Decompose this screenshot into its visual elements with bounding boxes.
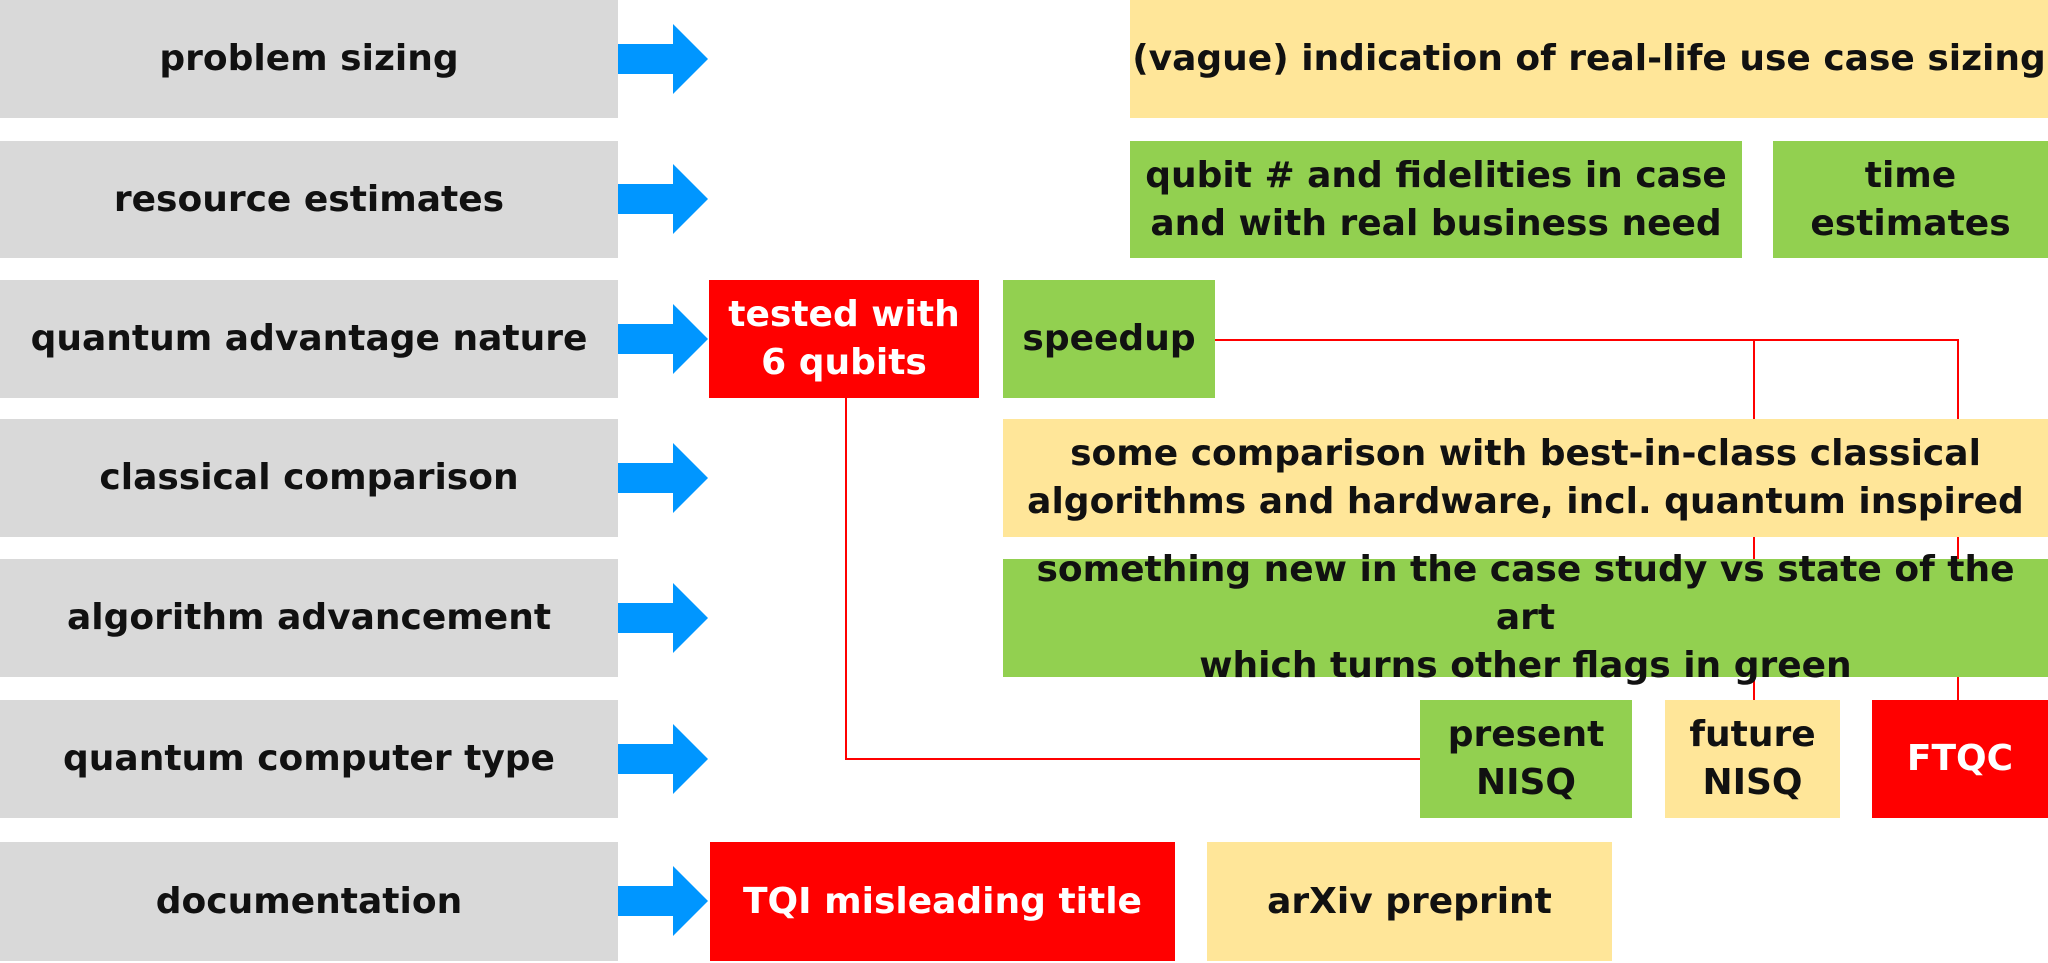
row-label-quantum-advantage-nature: quantum advantage nature bbox=[0, 280, 618, 398]
flag-text: present NISQ bbox=[1447, 714, 1605, 803]
row-label-text: classical comparison bbox=[99, 457, 519, 498]
row-label-resource-estimates: resource estimates bbox=[0, 141, 618, 258]
flag-speedup: speedup bbox=[1003, 280, 1215, 398]
flag-text: arXiv preprint bbox=[1267, 880, 1552, 922]
row-label-text: documentation bbox=[155, 880, 463, 922]
arrow-right-icon bbox=[618, 304, 708, 374]
flag-text: TQI misleading title bbox=[743, 880, 1142, 922]
row-label-text: quantum advantage nature bbox=[30, 318, 588, 359]
row-label-text: resource estimates bbox=[113, 178, 505, 220]
flag-qubit-fidelities: qubit # and fidelities in case and with … bbox=[1130, 141, 1742, 258]
flag-tqi-misleading-title: TQI misleading title bbox=[710, 842, 1175, 961]
row-label-text: algorithm advancement bbox=[66, 597, 552, 638]
connector-speedup-horizontal bbox=[1215, 339, 1958, 341]
arrow-right-icon bbox=[618, 724, 708, 794]
flag-text: some comparison with best-in-class class… bbox=[1027, 433, 2024, 522]
row-label-quantum-computer-type: quantum computer type bbox=[0, 700, 618, 818]
flag-text: tested with 6 qubits bbox=[728, 294, 960, 383]
flag-classical-comparison: some comparison with best-in-class class… bbox=[1003, 419, 2048, 537]
arrow-right-icon bbox=[618, 583, 708, 653]
row-label-problem-sizing: problem sizing bbox=[0, 0, 618, 118]
arrow-right-icon bbox=[618, 866, 708, 936]
arrow-right-icon bbox=[618, 24, 708, 94]
flag-arxiv-preprint: arXiv preprint bbox=[1207, 842, 1612, 961]
flag-text: future NISQ bbox=[1689, 714, 1816, 803]
connector-tested-to-present-horizontal bbox=[845, 758, 1420, 760]
flag-future-nisq: future NISQ bbox=[1665, 700, 1840, 818]
flag-real-life-sizing: (vague) indication of real-life use case… bbox=[1130, 0, 2048, 118]
row-label-documentation: documentation bbox=[0, 842, 618, 961]
flag-tested-with-qubits: tested with 6 qubits bbox=[709, 280, 979, 398]
arrow-right-icon bbox=[618, 164, 708, 234]
row-label-algorithm-advancement: algorithm advancement bbox=[0, 559, 618, 677]
flag-ftqc: FTQC bbox=[1872, 700, 2048, 818]
flag-text: FTQC bbox=[1906, 738, 2014, 779]
arrow-right-icon bbox=[618, 443, 708, 513]
flag-text: (vague) indication of real-life use case… bbox=[1132, 38, 2046, 79]
row-label-text: quantum computer type bbox=[63, 738, 555, 779]
flag-text: something new in the case study vs state… bbox=[1036, 549, 2015, 686]
connector-tested-to-present-vertical bbox=[845, 398, 847, 760]
flag-text: qubit # and fidelities in case and with … bbox=[1145, 154, 1727, 244]
flag-time-estimates: time estimates bbox=[1773, 141, 2048, 258]
flag-text: time estimates bbox=[1810, 154, 2011, 244]
row-label-classical-comparison: classical comparison bbox=[0, 419, 618, 537]
flag-something-new: something new in the case study vs state… bbox=[1003, 549, 2048, 686]
flag-text: speedup bbox=[1022, 318, 1196, 359]
flag-present-nisq: present NISQ bbox=[1420, 700, 1632, 818]
row-label-text: problem sizing bbox=[159, 38, 459, 79]
